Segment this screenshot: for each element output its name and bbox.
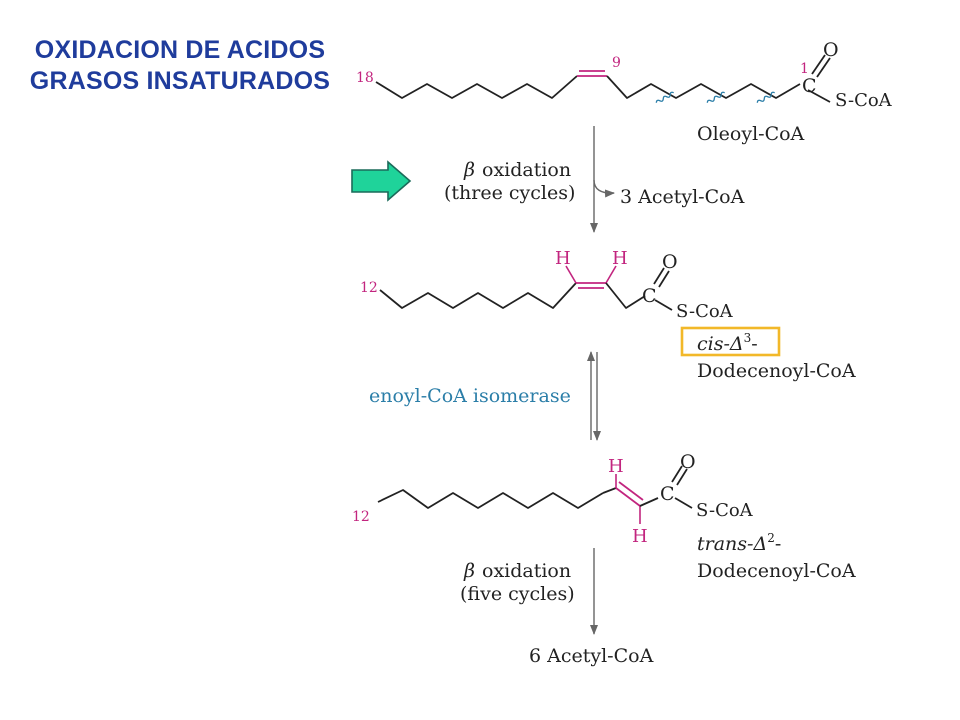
oleoyl-chain-right: [606, 75, 801, 99]
carbon-number-1: 1: [800, 61, 809, 77]
cis-carbonyl-bond: [653, 267, 665, 285]
acetyl-coa-product-1: 3 Acetyl-CoA: [620, 186, 745, 208]
cis-dodecenoyl-coa-structure: 12 H H O C S-CoA cis-Δ3- Dodecenoyl-CoA: [360, 248, 856, 382]
oleoyl-carbonyl-o: O: [823, 39, 839, 61]
oleoyl-carbonyl-c: C: [802, 75, 817, 97]
trans-chain: [377, 489, 604, 509]
trans-carbonyl-bond-second: [676, 468, 688, 486]
trans-carbonyl-bond: [671, 465, 683, 483]
cis-c-s-bond: [654, 299, 673, 311]
beta-symbol: β: [463, 159, 475, 181]
cis-h-right: H: [612, 248, 628, 269]
block-arrow-icon: [351, 160, 412, 202]
oleoyl-carbonyl-bond: [811, 54, 826, 75]
trans-thioester: S-CoA: [696, 500, 754, 521]
trans-name-line1: trans-Δ2-: [697, 531, 781, 555]
cis-name-prefix: cis-Δ: [697, 333, 744, 355]
trans-c2-c1-bond: [639, 497, 659, 507]
cis-carbonyl-bond-second: [658, 270, 670, 288]
oleoyl-thioester: S-CoA: [835, 90, 893, 111]
beta-oxidation-step-2: β oxidation (five cycles) 6 Acetyl-CoA: [460, 548, 654, 667]
carbon-number-12-trans: 12: [352, 509, 370, 525]
step2-line1: oxidation: [482, 560, 571, 582]
trans-name-line2: Dodecenoyl-CoA: [697, 560, 856, 582]
cis-carbonyl-o: O: [662, 251, 678, 273]
title-line-1: OXIDACION DE ACIDOS: [34, 36, 326, 64]
oleoyl-coa-label: Oleoyl-CoA: [697, 123, 805, 145]
carbon-number-18: 18: [356, 70, 374, 86]
highlight-box: [680, 326, 781, 357]
cis-thioester: S-CoA: [676, 301, 734, 322]
cleavage-mark: [756, 91, 775, 103]
oleoyl-coa-structure: 18 9 1 O C S-CoA Oleoyl-CoA: [356, 39, 893, 145]
cleavage-mark: [706, 91, 725, 103]
trans-h-top: H: [608, 456, 624, 477]
cis-chain-end: [605, 282, 646, 309]
cleavage-mark: [655, 91, 674, 103]
cis-h-left-bond: [565, 265, 577, 284]
cis-chain: [379, 282, 577, 309]
beta-oxidation-step-1: β oxidation (three cycles) 3 Acetyl-CoA: [444, 126, 745, 233]
trans-name-dash: -: [775, 533, 781, 555]
trans-name-prefix: trans-Δ: [697, 533, 767, 555]
beta-symbol-2: β: [463, 560, 475, 582]
carbon-number-12-cis: 12: [360, 280, 378, 296]
step2-line2: (five cycles): [460, 583, 575, 605]
oleoyl-chain-left: [375, 75, 578, 99]
side-product-arrow-1: [593, 179, 615, 198]
enzyme-label: enoyl-CoA isomerase: [369, 385, 571, 407]
trans-carbonyl-o: O: [680, 451, 696, 473]
trans-c-s-bond: [674, 497, 693, 509]
trans-double-bond-second: [618, 481, 644, 501]
cis-name-dash: -: [751, 333, 757, 355]
trans-carbonyl-c: C: [660, 483, 675, 505]
cis-h-left: H: [555, 248, 571, 269]
cis-name-line1: cis-Δ3-: [697, 331, 758, 355]
cis-h-right-bond: [605, 265, 617, 284]
isomerase-step: enoyl-CoA isomerase: [369, 351, 601, 441]
carbon-number-9: 9: [612, 55, 621, 71]
acetyl-coa-product-2: 6 Acetyl-CoA: [529, 645, 654, 667]
cis-name-sup: 3: [744, 331, 752, 345]
oleoyl-c-s-bond: [807, 89, 831, 103]
trans-name-sup: 2: [767, 531, 775, 545]
title-line-2: GRASOS INSATURADOS: [29, 67, 331, 95]
step1-line1: oxidation: [482, 159, 571, 181]
oleoyl-carbonyl-bond-second: [816, 57, 831, 78]
cis-name-line2: Dodecenoyl-CoA: [697, 360, 856, 382]
trans-bond-to-c3: [602, 487, 617, 494]
cis-carbonyl-c: C: [642, 285, 657, 307]
trans-dodecenoyl-coa-structure: 12 H H O C S-CoA trans-Δ2- Dodecenoyl-Co…: [352, 451, 856, 582]
step1-line2: (three cycles): [444, 182, 575, 204]
trans-h-bottom: H: [632, 526, 648, 547]
trans-double-bond: [615, 487, 641, 507]
